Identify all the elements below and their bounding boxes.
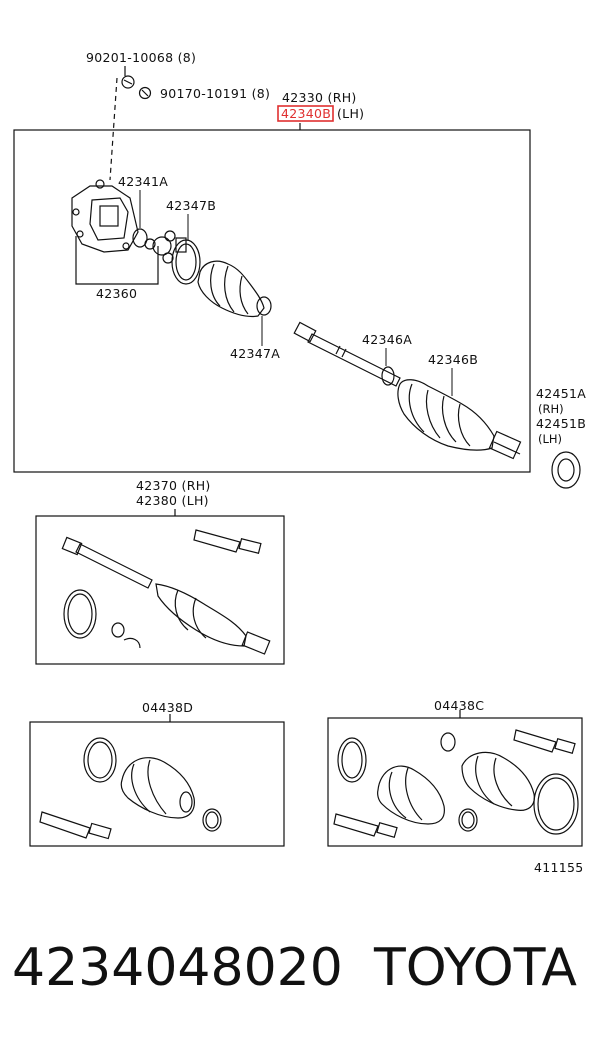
inner-boot (197, 260, 265, 318)
label-inboard-joint: 42360 (96, 286, 137, 301)
label-kit-d: 04438D (142, 700, 193, 715)
highlight-box (277, 105, 334, 122)
label-assembly-rh: 42330 (RH) (282, 90, 357, 105)
label-assembly-lh-part: 42340B (281, 106, 331, 121)
label-snap-ring: 42341A (118, 174, 168, 189)
boot-band-small (381, 366, 395, 386)
oil-seal (551, 451, 581, 489)
label-diagram-code: 411155 (534, 860, 584, 875)
kit-c-frame (327, 717, 583, 847)
tripod-joint (144, 230, 187, 264)
clamp-small (256, 296, 272, 316)
kit-d-frame (29, 721, 285, 847)
label-bolt: 90201-10068 (8) (86, 50, 196, 65)
shaft-assembly-frame (35, 515, 285, 665)
part-number: 4234048020 (12, 938, 343, 998)
drive-shaft (293, 321, 401, 387)
label-shaft-lh: 42380 (LH) (136, 493, 209, 508)
bolt-and-nut-hardware (109, 66, 152, 181)
label-assembly-lh-side: (LH) (337, 106, 364, 121)
parts-diagram: 90201-10068 (8) 90170-10191 (8) 42330 (R… (13, 50, 586, 875)
footer: 4234048020 TOYOTA (0, 930, 600, 1020)
label-seal-lh-side: (LH) (538, 432, 562, 446)
label-band-b: 42346B (428, 352, 478, 367)
shaft-assembly-drawing (61, 529, 271, 655)
brand-name: TOYOTA (374, 938, 577, 998)
label-shaft-rh: 42370 (RH) (136, 478, 211, 493)
label-band-a: 42346A (362, 332, 412, 347)
clamp-large (171, 239, 201, 285)
kit-c-drawing (333, 729, 579, 839)
label-kit-c: 04438C (434, 698, 484, 713)
label-clamp-a: 42347A (230, 346, 280, 361)
label-nut: 90170-10191 (8) (160, 86, 270, 101)
label-seal-rh-side: (RH) (538, 402, 564, 416)
snap-ring (132, 228, 148, 248)
main-assembly-frame (13, 129, 531, 473)
outer-boot-and-joint (397, 379, 522, 460)
label-seal-rh: 42451A (536, 386, 586, 401)
kit-d-drawing (39, 737, 222, 840)
label-clamp-b: 42347B (166, 198, 216, 213)
label-seal-lh: 42451B (536, 416, 586, 431)
